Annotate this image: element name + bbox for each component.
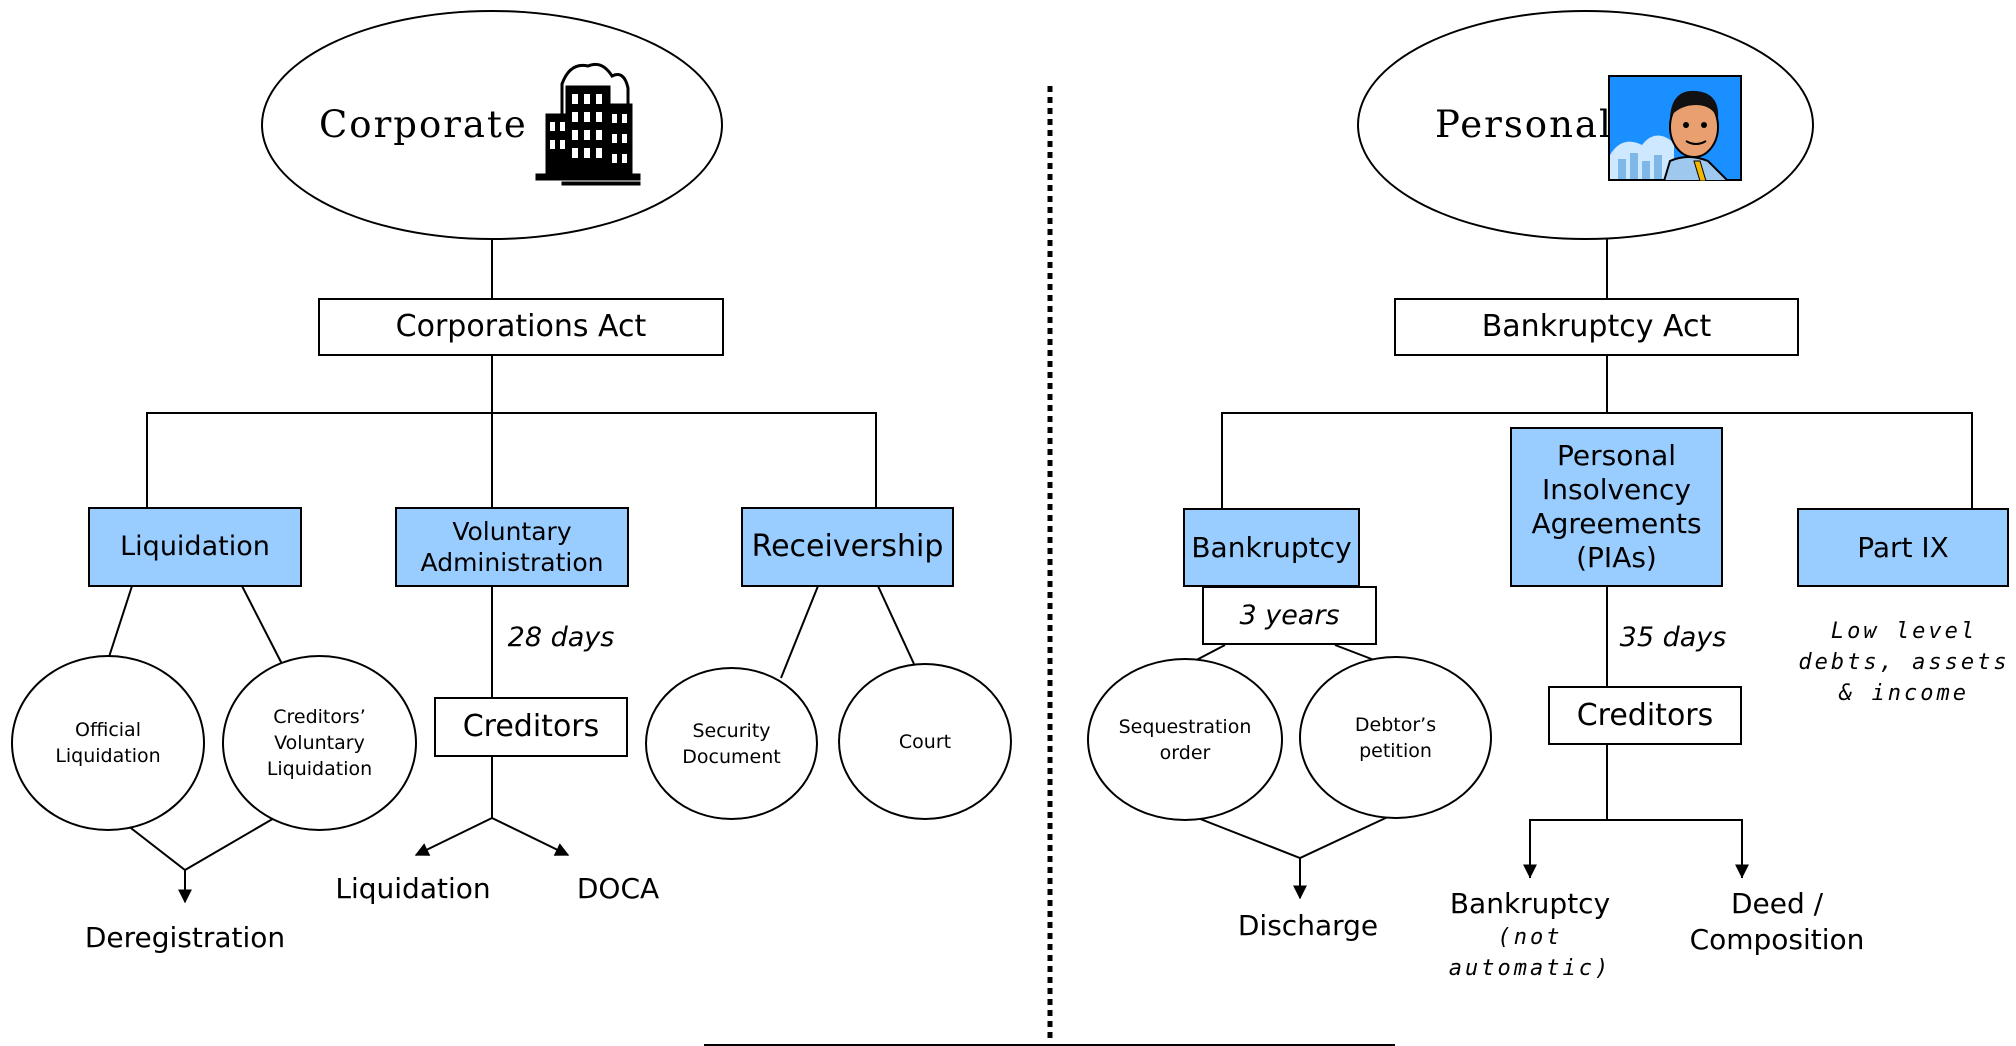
deregistration-label: Deregistration: [84, 921, 286, 954]
bankruptcy-act-box: Bankruptcy Act: [1394, 298, 1799, 356]
arrow-to-doca: [491, 817, 570, 856]
receivership-label: Receivership: [751, 529, 944, 564]
receivership-box: Receivership: [741, 507, 954, 587]
line-liq-to-official: [107, 585, 133, 661]
office-building-icon: [535, 62, 641, 186]
part-ix-box: Part IX: [1797, 508, 2009, 587]
voluntary-administration-box: Voluntary Administration: [395, 507, 629, 587]
line-corporate-branches: [146, 412, 877, 507]
corporate-ellipse: Corporate: [261, 10, 723, 240]
security-document-ellipse: Security Document: [645, 667, 818, 820]
corporate-title: Corporate: [319, 103, 528, 146]
line-liq-to-cvl: [241, 585, 283, 665]
businessman-icon: [1608, 75, 1742, 181]
debtors-petition-label: Debtor’s petition: [1354, 713, 1437, 762]
liquidation-box: Liquidation: [88, 507, 302, 587]
bankruptcy-label: Bankruptcy: [1191, 530, 1352, 564]
creditors-voluntary-liquidation-label: Creditors’ Voluntary Liquidation: [266, 706, 373, 780]
part-ix-label: Part IX: [1857, 530, 1949, 564]
arrow-to-liquidation: [414, 817, 493, 856]
pia-box: Personal Insolvency Agreements (PIAs): [1510, 427, 1723, 587]
discharge-label: Discharge: [1237, 909, 1379, 942]
corporate-days-label: 28 days: [507, 622, 615, 653]
court-label: Court: [898, 730, 952, 753]
line-bankruptcy-merge: [1184, 812, 1393, 860]
personal-days-label: 35 days: [1619, 622, 1727, 653]
pia-label: Personal Insolvency Agreements (PIAs): [1531, 439, 1702, 574]
sequestration-order-label: Sequestration order: [1118, 715, 1252, 764]
corporations-act-box: Corporations Act: [318, 298, 724, 356]
corporate-creditors-label: Creditors: [462, 709, 600, 744]
outcome-doca-label: DOCA: [576, 872, 660, 905]
personal-ellipse: Personal: [1357, 10, 1814, 240]
three-years-box: 3 years: [1202, 586, 1377, 645]
debtors-petition-ellipse: Debtor’s petition: [1299, 656, 1492, 819]
bankruptcy-act-label: Bankruptcy Act: [1481, 309, 1712, 344]
personal-creditors-box: Creditors: [1548, 686, 1742, 745]
creditors-voluntary-liquidation-ellipse: Creditors’ Voluntary Liquidation: [222, 655, 417, 831]
court-ellipse: Court: [838, 663, 1012, 820]
part-ix-note: Low level debts, assets & income: [1798, 619, 2010, 706]
corporations-act-label: Corporations Act: [395, 309, 647, 344]
security-document-label: Security Document: [682, 719, 781, 768]
outcome-bankruptcy-note: (not automatic): [1448, 925, 1612, 981]
outcome-liquidation-label: Liquidation: [335, 872, 491, 905]
line-creditors-split: [1529, 819, 1743, 878]
personal-title: Personal: [1435, 103, 1613, 146]
three-years-label: 3 years: [1239, 599, 1340, 631]
official-liquidation-label: Official Liquidation: [55, 719, 161, 767]
bankruptcy-box: Bankruptcy: [1183, 508, 1360, 587]
personal-creditors-label: Creditors: [1576, 697, 1714, 733]
voluntary-administration-label: Voluntary Administration: [420, 517, 604, 577]
line-personal-branches: [1221, 412, 1973, 509]
line-rec-to-security: [780, 585, 819, 679]
sequestration-order-ellipse: Sequestration order: [1087, 658, 1283, 821]
outcome-bankruptcy-label: Bankruptcy: [1449, 887, 1611, 920]
outcome-deed-label: Deed / Composition: [1689, 887, 1865, 956]
line-rec-to-court: [877, 585, 915, 665]
corporate-creditors-box: Creditors: [434, 697, 628, 757]
official-liquidation-ellipse: Official Liquidation: [11, 655, 205, 831]
liquidation-label: Liquidation: [120, 531, 270, 562]
